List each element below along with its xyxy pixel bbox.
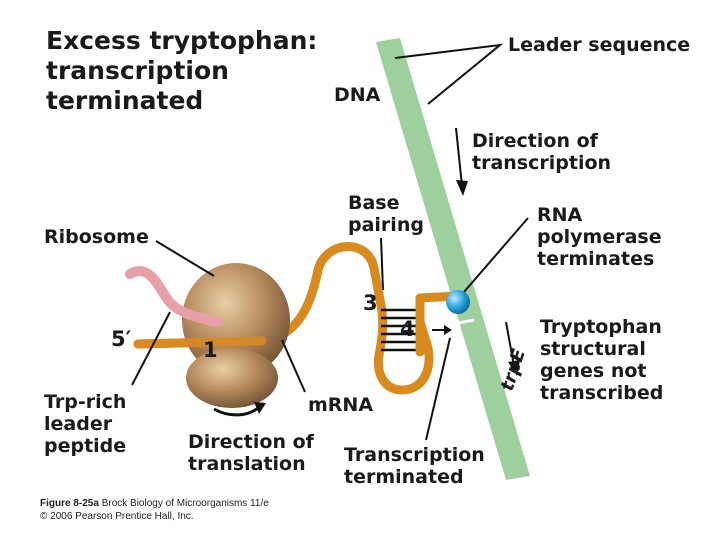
rna-polymerase-label: RNA polymerase terminates [537, 204, 662, 270]
title-line-3: terminated [46, 86, 204, 115]
rna-polymerase-line-1: RNA [537, 204, 583, 226]
tryptophan-genes-line-3: genes not [540, 360, 647, 382]
translation-direction-arrow [213, 402, 266, 417]
direction-transcription-line-1: Direction of [472, 130, 598, 152]
mrna-label: mRNA [308, 394, 374, 416]
transcription-terminated-label: Transcription terminated [344, 444, 485, 488]
transcription-terminated-line-2: terminated [344, 466, 464, 488]
mrna-strand [133, 242, 463, 395]
tryptophan-genes-line-2: structural [540, 338, 646, 360]
leader-peptide [125, 266, 223, 327]
base-pairing-line-1: Base [348, 192, 400, 214]
transcription-direction-arrow [455, 127, 468, 196]
transcription-terminated-pointer [425, 337, 451, 441]
region-3-label: 3 [363, 291, 378, 315]
rna-polymerase [446, 290, 470, 314]
tryptophan-genes-line-4: transcribed [540, 382, 664, 404]
dna-label: DNA [334, 84, 381, 106]
mrna-pointer [281, 339, 306, 393]
base-pair-rungs [381, 308, 420, 352]
trpE-label: trpE [497, 346, 530, 394]
caption-copyright: © 2006 Pearson Prentice Hall, Inc. [40, 511, 194, 522]
rna-polymerase-line-3: terminates [537, 248, 655, 270]
direction-translation-line-1: Direction of [188, 431, 314, 453]
tryptophan-genes-line-1: Tryptophan [540, 316, 662, 338]
tryptophan-genes-label: Tryptophan structural genes not transcri… [540, 316, 663, 404]
diagram-title: Excess tryptophan: transcription termina… [46, 26, 317, 116]
caption-source: Brock Biology of Microorganisms 11/e [101, 498, 269, 509]
five-prime-label: 5′ [111, 327, 132, 351]
ribosome-pointer [155, 240, 215, 277]
trp-rich-line-2: leader [44, 413, 113, 435]
trp-rich-line-3: peptide [44, 435, 127, 457]
base-pairing-line-2: pairing [348, 214, 424, 236]
direction-transcription-line-2: transcription [472, 152, 612, 174]
ribosome-label: Ribosome [44, 226, 149, 248]
figure-caption: Figure 8-25a Brock Biology of Microorgan… [40, 497, 269, 523]
trp-rich-line-1: Trp-rich [44, 391, 127, 413]
leader-sequence-label: Leader sequence [508, 34, 691, 56]
caption-line-1: Figure 8-25a Brock Biology of Microorgan… [40, 497, 269, 510]
transcription-terminated-line-1: Transcription [344, 444, 485, 466]
hairpin-arrow [432, 325, 452, 335]
base-pairing-label: Base pairing [348, 192, 424, 236]
direction-of-transcription-label: Direction of transcription [472, 130, 611, 174]
base-pairing-pointer [380, 237, 384, 291]
trp-rich-pointer [131, 311, 171, 386]
trp-rich-leader-peptide-label: Trp-rich leader peptide [44, 391, 126, 457]
rna-polymerase-pointer [463, 217, 529, 293]
region-4-label: 4 [400, 317, 415, 341]
caption-figure-number: Figure 8-25a [40, 498, 99, 509]
direction-translation-line-2: translation [188, 453, 306, 475]
ribosome-lower [186, 348, 278, 408]
leader-sequence-pointer [394, 43, 504, 105]
direction-of-translation-label: Direction of translation [188, 431, 314, 475]
dna-break [447, 318, 475, 327]
region-1-label: 1 [203, 338, 218, 362]
rna-polymerase-line-2: polymerase [537, 226, 662, 248]
mrna-through-ribosome [133, 336, 267, 349]
title-line-1: Excess tryptophan: [46, 26, 318, 55]
dna-strand [376, 38, 530, 480]
ribosome [182, 263, 290, 377]
title-line-2: transcription [46, 56, 229, 85]
genes-not-transcribed-arrow [505, 321, 520, 376]
